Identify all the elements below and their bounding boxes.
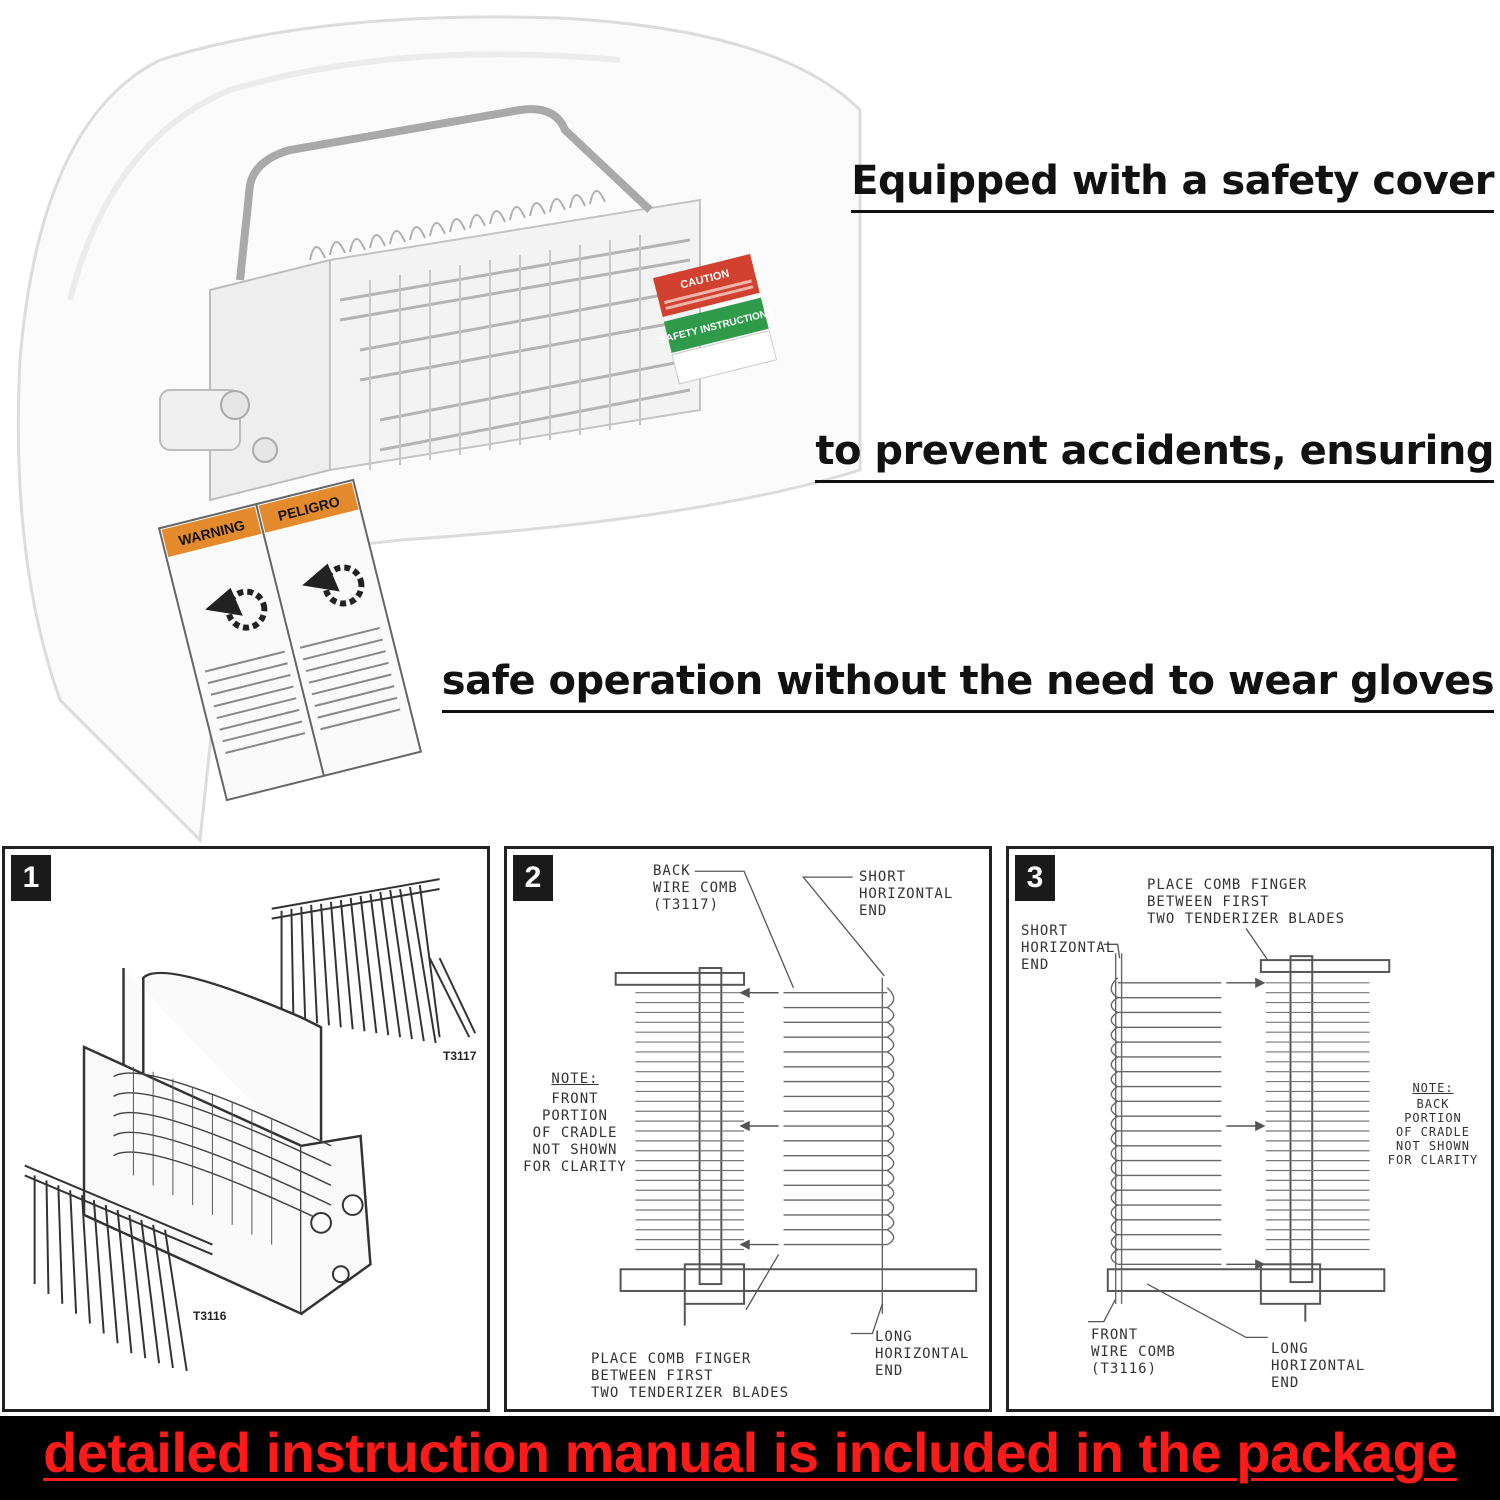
- headline-line-3: safe operation without the need to wear …: [441, 658, 1495, 713]
- headline-line-2: to prevent accidents, ensuring: [815, 428, 1494, 483]
- step-1-panel: 1 T3117 T3116: [2, 846, 490, 1412]
- step-2-panel: 2 BACK WIRE COMB (T3117) SHORT HORIZONTA…: [504, 846, 992, 1412]
- back-comb-install-diagram: [614, 870, 978, 1335]
- caution-sticker: CAUTION SAFETY INSTRUCTIONS: [653, 253, 778, 385]
- product-illustration: CAUTION SAFETY INSTRUCTIONS WARNING PELI…: [16, 15, 862, 844]
- front-comb-install-diagram: [1088, 928, 1391, 1339]
- step-3-panel: 3 PLACE COMB FINGER BETWEEN FIRST TWO TE…: [1006, 846, 1494, 1412]
- footer-banner: detailed instruction manual is included …: [0, 1416, 1500, 1500]
- front-wire-comb-label: FRONT WIRE COMB (T3116): [1091, 1327, 1176, 1377]
- short-horizontal-end-label: SHORT HORIZONTAL END: [859, 869, 954, 919]
- note-title: NOTE:: [1412, 1081, 1454, 1095]
- exploded-assembly-drawing: [24, 878, 477, 1372]
- warning-sticker: WARNING PELIGRO: [157, 478, 423, 802]
- back-wire-comb-label: BACK WIRE COMB (T3117): [653, 863, 738, 913]
- short-horizontal-end-label: SHORT HORIZONTAL END: [1021, 923, 1116, 973]
- part-number-top: T3117: [443, 1049, 477, 1063]
- part-number-bottom: T3116: [193, 1309, 227, 1323]
- cradle-frame: [159, 105, 701, 502]
- long-horizontal-end-label: LONG HORIZONTAL END: [1271, 1341, 1366, 1391]
- note-title: NOTE:: [551, 1071, 599, 1087]
- long-horizontal-end-label: LONG HORIZONTAL END: [875, 1329, 970, 1379]
- note-body: FRONT PORTION OF CRADLE NOT SHOWN FOR CL…: [523, 1091, 627, 1175]
- gear-hazard-icon: [205, 563, 365, 631]
- banner-text: detailed instruction manual is included …: [43, 1421, 1457, 1484]
- place-comb-finger-label: PLACE COMB FINGER BETWEEN FIRST TWO TEND…: [591, 1351, 790, 1401]
- note-body: BACK PORTION OF CRADLE NOT SHOWN FOR CLA…: [1387, 1097, 1479, 1167]
- step-number-badge: 1: [11, 855, 51, 901]
- headline-line-1: Equipped with a safety cover: [851, 158, 1494, 213]
- place-comb-finger-label: PLACE COMB FINGER BETWEEN FIRST TWO TEND…: [1147, 877, 1346, 927]
- step-number-badge: 3: [1015, 855, 1055, 901]
- step-number-badge: 2: [513, 855, 553, 901]
